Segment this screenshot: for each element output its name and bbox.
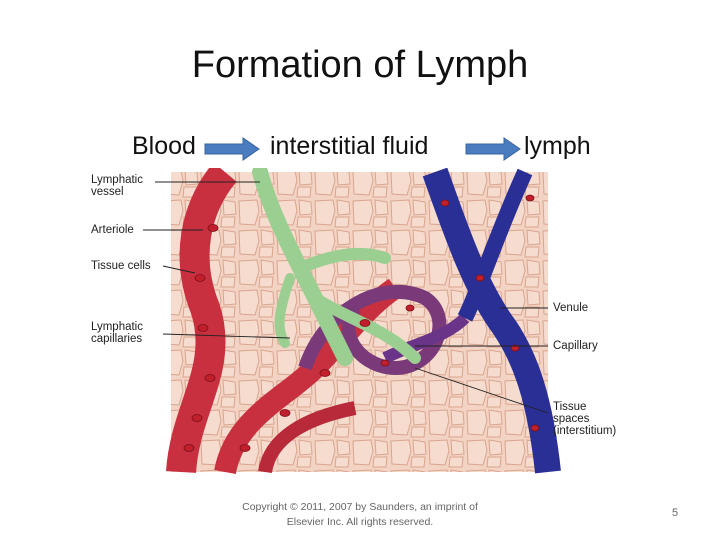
label-lymphatic-capillaries: Lymphatic capillaries xyxy=(91,321,143,345)
label-lymphatic-vessel: Lymphatic vessel xyxy=(91,174,143,198)
flow-step-blood: Blood xyxy=(132,132,196,160)
right-arrow-icon xyxy=(204,137,260,161)
label-tissue-spaces: Tissue spaces (interstitium) xyxy=(553,401,617,437)
label-venule: Venule xyxy=(553,302,589,314)
arteriole-vessel xyxy=(166,168,237,474)
label-arteriole: Arteriole xyxy=(91,224,134,236)
slide-title: Formation of Lymph xyxy=(191,44,529,86)
flow-step-lymph: lymph xyxy=(524,132,591,160)
page-number: 5 xyxy=(671,507,679,519)
lymph-formation-figure: Lymphatic vessel Arteriole Tissue cells … xyxy=(85,168,632,476)
flow-step-interstitial-fluid: interstitial fluid xyxy=(270,132,429,160)
arteriole-branch xyxy=(214,278,402,475)
label-tissue-cells: Tissue cells xyxy=(91,260,151,272)
venule-vessel xyxy=(422,168,561,474)
copyright-notice: Copyright © 2011, 2007 by Saunders, an i… xyxy=(242,501,478,528)
right-arrow-icon xyxy=(465,137,521,161)
label-capillary: Capillary xyxy=(553,340,598,352)
red-blood-cells xyxy=(183,194,540,452)
tissue-illustration xyxy=(143,168,561,475)
label-leader-lines xyxy=(143,181,549,414)
